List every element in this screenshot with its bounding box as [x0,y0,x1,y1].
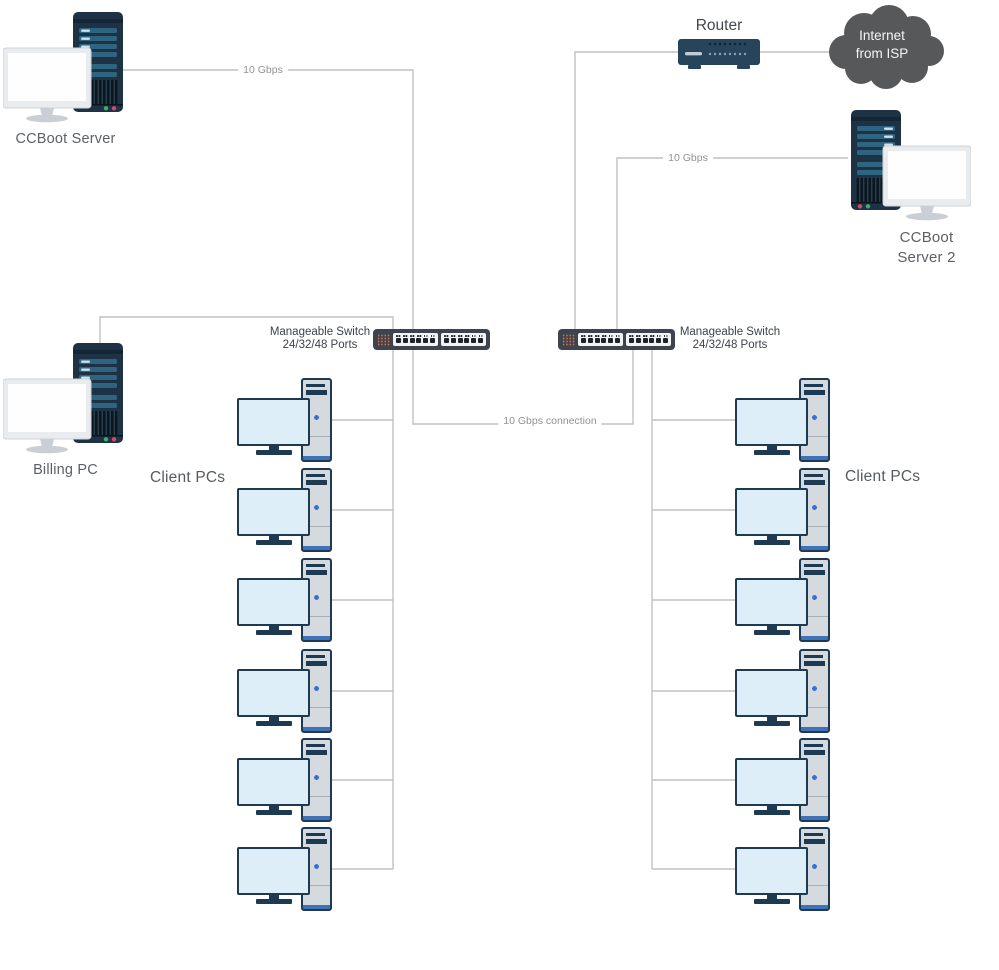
pc-monitor-icon [735,398,808,446]
billing-pc-label: Billing PC [33,462,98,478]
switch-left-icon [373,329,490,350]
switch-port [635,334,641,344]
link-router-to-switch-right [574,51,678,329]
client-pc [735,468,830,552]
client-pc [237,558,332,642]
switch-port [656,334,662,344]
router-icon [678,39,760,69]
pc-tower-icon [301,558,332,642]
switch-port [594,334,600,344]
link-ccboot2-to-switch-right [616,157,848,329]
switch-port [423,334,429,344]
switch-port-panel [393,333,438,346]
link-ccboot1-to-switch-left [123,69,414,329]
switch-port [663,334,669,344]
client-pc [237,468,332,552]
switch-right-icon [558,329,675,350]
link-billing-to-switch-left [99,316,394,344]
link-switch-to-switch [412,350,634,425]
node-internet-cloud: Internet from ISP [816,4,948,94]
switch-left-label: Manageable Switch 24/32/48 Ports [269,326,371,352]
pc-monitor-icon [735,488,808,536]
node-ccboot-server: CCBoot Server [3,12,128,147]
switch-port [471,334,477,344]
client-pc [735,738,830,822]
switch-port [457,334,463,344]
server-icon [3,12,124,123]
pc-monitor-icon [237,578,310,626]
node-ccboot-server-2: CCBoot Server 2 [846,110,971,267]
client-pcs-right-label: Client PCs [845,468,921,485]
switch-port [587,334,593,344]
router-label: Router [695,17,743,34]
switch-led-grid [562,333,575,346]
pc-monitor-icon [237,398,310,446]
pc-tower-icon [799,827,830,911]
switch-port [416,334,422,344]
client-pc [735,558,830,642]
node-router: Router [678,17,760,76]
switch-port [464,334,470,344]
switch-port-panel [578,333,623,346]
client-pc [237,378,332,462]
pc-monitor-icon [237,488,310,536]
switch-port [580,334,586,344]
switch-port [395,334,401,344]
switch-port [409,334,415,344]
switch-port [402,334,408,344]
link-label-10gbps-right: 10 Gbps [663,152,713,164]
switch-port [430,334,436,344]
switch-led-grid [377,333,390,346]
pc-monitor-icon [735,847,808,895]
node-billing-pc: Billing PC [3,343,128,478]
pc-monitor-icon [237,758,310,806]
cloud-icon [829,5,944,89]
client-pcs-left-label: Client PCs [150,469,226,486]
client-pc [735,827,830,911]
switch-port [601,334,607,344]
link-label-10gbps-connection: 10 Gbps connection [498,415,602,427]
link-label-10gbps-left: 10 Gbps [238,64,288,76]
server-icon [3,343,124,454]
pc-tower-icon [799,468,830,552]
ccboot-server-label: CCBoot Server [15,131,116,147]
pc-monitor-icon [237,669,310,717]
pc-monitor-icon [735,669,808,717]
internet-cloud-label: Internet from ISP [855,28,909,61]
pc-tower-icon [301,649,332,733]
switch-port [450,334,456,344]
client-pc [237,827,332,911]
switch-port [608,334,614,344]
switch-port [443,334,449,344]
switch-port [615,334,621,344]
server-icon [850,110,971,221]
pc-monitor-icon [237,847,310,895]
client-pc [237,738,332,822]
switch-port [628,334,634,344]
client-pc [735,649,830,733]
switch-port-panel [626,333,671,346]
client-pc [735,378,830,462]
switch-right-label: Manageable Switch 24/32/48 Ports [679,326,781,352]
switch-port [642,334,648,344]
pc-monitor-icon [735,758,808,806]
client-pc [237,649,332,733]
switch-port [478,334,484,344]
ccboot-server-2-label: CCBoot Server 2 [897,229,956,266]
pc-monitor-icon [735,578,808,626]
switch-port [649,334,655,344]
switch-port-panel [441,333,486,346]
